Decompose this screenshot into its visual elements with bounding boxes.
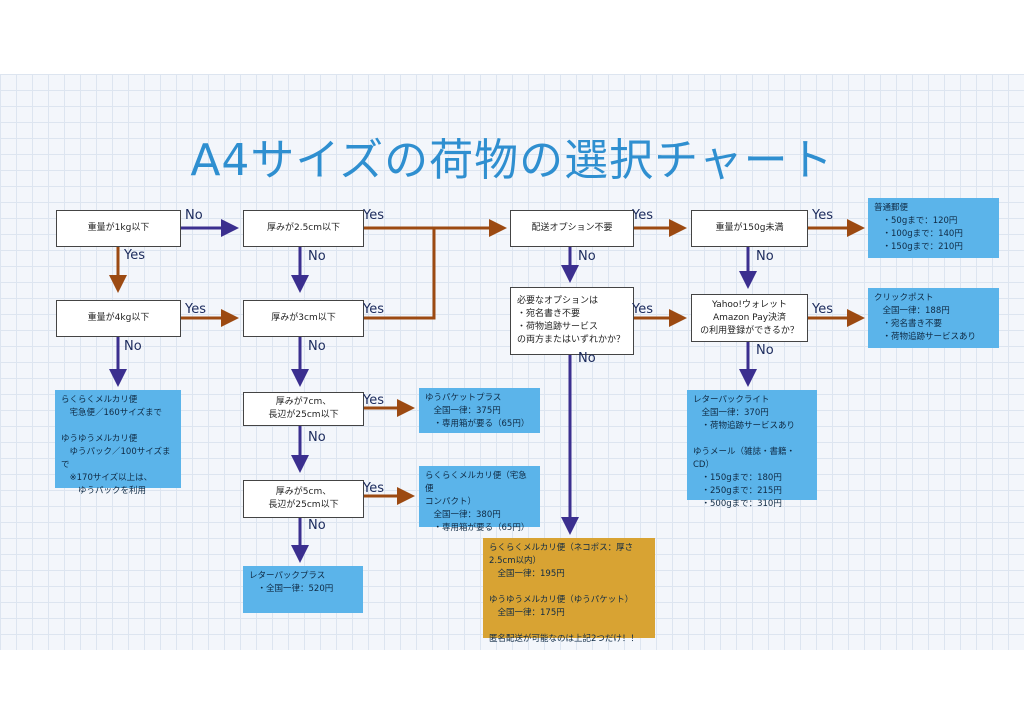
label-no: No	[756, 343, 774, 358]
label-no: No	[124, 339, 142, 354]
label-no: No	[756, 249, 774, 264]
node-weight-1kg: 重量が1kg以下	[56, 210, 181, 247]
label-yes: Yes	[363, 208, 384, 223]
node-thick-7cm: 厚みが7cm、 長辺が25cm以下	[243, 392, 364, 426]
result-letterpack-light: レターパックライト 全国一律：370円 ・荷物追跡サービスあり ゆうメール（雑誌…	[687, 390, 817, 509]
label-yes: Yes	[632, 208, 653, 223]
label-yes: Yes	[185, 302, 206, 317]
chart-title: A4サイズの荷物の選択チャート	[190, 135, 834, 186]
label-yes: Yes	[363, 481, 384, 496]
label-yes: Yes	[812, 302, 833, 317]
result-futsu-yubin: 普通郵便 ・50gまで：120円 ・100gまで：140円 ・150gまで：21…	[868, 198, 999, 258]
label-yes: Yes	[124, 248, 145, 263]
label-no: No	[308, 339, 326, 354]
node-thick-2-5cm: 厚みが2.5cm以下	[243, 210, 364, 247]
label-no: No	[578, 351, 596, 366]
result-letterpack-plus: レターパックプラス ・全国一律：520円	[243, 566, 363, 613]
node-thick-5cm: 厚みが5cm、 長辺が25cm以下	[243, 480, 364, 518]
result-nekopos-yupacket: らくらくメルカリ便（ネコポス：厚さ 2.5cm以内） 全国一律：195円 ゆうゆ…	[483, 538, 655, 644]
label-no: No	[185, 208, 203, 223]
node-weight-4kg: 重量が4kg以下	[56, 300, 181, 337]
result-rakuraku-compact: らくらくメルカリ便（宅急便 コンパクト） 全国一律：380円 ・専用箱が要る（6…	[419, 466, 540, 533]
result-yupacket-plus: ゆうパケットプラス 全国一律：375円 ・専用箱が要る（65円）	[419, 388, 540, 433]
label-yes: Yes	[363, 393, 384, 408]
yes-arrow-3cm-to-option	[364, 228, 436, 320]
label-no: No	[308, 249, 326, 264]
grid-canvas	[0, 74, 1024, 650]
node-option-needed: 必要なオプションは ・宛名書き不要 ・荷物追跡サービス の両方またはいずれかか？	[510, 287, 634, 355]
node-thick-3cm: 厚みが3cm以下	[243, 300, 364, 337]
label-no: No	[308, 430, 326, 445]
label-yes: Yes	[363, 302, 384, 317]
result-clickpost: クリックポスト 全国一律：188円 ・宛名書き不要 ・荷物追跡サービスあり	[868, 288, 999, 348]
label-yes: Yes	[632, 302, 653, 317]
node-yahoo-amazon: Yahoo!ウォレット Amazon Pay決済 の利用登録ができるか？	[691, 294, 808, 342]
node-weight-150g: 重量が150g未満	[691, 210, 808, 247]
label-no: No	[308, 518, 326, 533]
result-rakuraku-yuyu: らくらくメルカリ便 宅急便／160サイズまで ゆうゆうメルカリ便 ゆうパック／1…	[55, 390, 181, 496]
label-yes: Yes	[812, 208, 833, 223]
node-option-unneeded: 配送オプション不要	[510, 210, 634, 247]
label-no: No	[578, 249, 596, 264]
